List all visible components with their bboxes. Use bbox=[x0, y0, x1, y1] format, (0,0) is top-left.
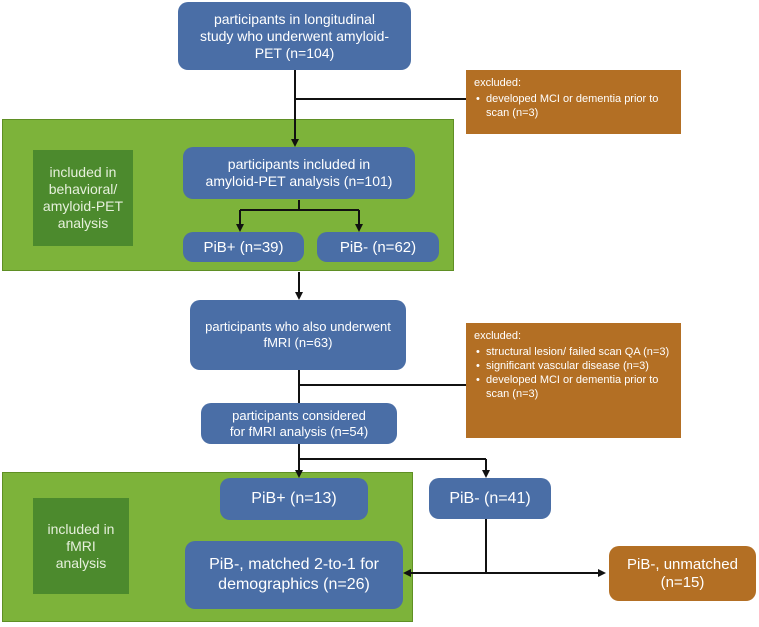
pib-neg-unmatched-node: PiB-, unmatched (n=15) bbox=[609, 546, 756, 601]
exclusion-1-title: excluded: bbox=[474, 77, 522, 89]
fmri-panel-label: included in fMRI analysis bbox=[33, 498, 129, 594]
pet-analysis-node: participants included in amyloid-PET ana… bbox=[183, 147, 415, 199]
exclusion-2-item: significant vascular disease (n=3) bbox=[476, 359, 673, 373]
start-node: participants in longitudinal study who u… bbox=[178, 2, 411, 70]
pib-pos-39-node: PiB+ (n=39) bbox=[183, 232, 304, 262]
fmri-considered-node: participants considered for fMRI analysi… bbox=[201, 403, 397, 444]
behavioral-panel-label: included in behavioral/ amyloid-PET anal… bbox=[33, 150, 133, 246]
exclusion-2-title: excluded: bbox=[474, 330, 522, 342]
exclusion-1-item: developed MCI or dementia prior to scan … bbox=[476, 92, 673, 120]
exclusion-box-2: excluded: structural lesion/ failed scan… bbox=[466, 323, 681, 438]
pib-neg-matched-node: PiB-, matched 2-to-1 for demographics (n… bbox=[185, 541, 403, 609]
fmri-underwent-node: participants who also underwent fMRI (n=… bbox=[190, 300, 406, 370]
exclusion-box-1: excluded: developed MCI or dementia prio… bbox=[466, 70, 681, 134]
exclusion-2-item: developed MCI or dementia prior to scan … bbox=[476, 373, 673, 401]
pib-neg-41-node: PiB- (n=41) bbox=[429, 478, 551, 519]
pib-pos-13-node: PiB+ (n=13) bbox=[220, 478, 368, 520]
exclusion-2-item: structural lesion/ failed scan QA (n=3) bbox=[476, 345, 673, 359]
pib-neg-62-node: PiB- (n=62) bbox=[317, 232, 439, 262]
